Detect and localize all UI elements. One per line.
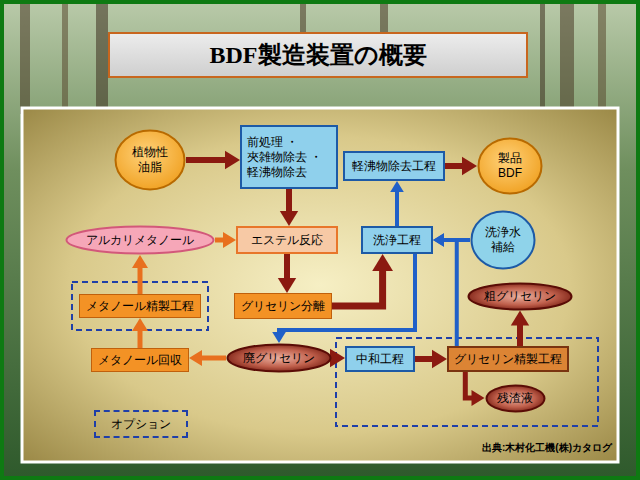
flow-line [186,157,226,163]
diagram-panel [22,108,618,462]
flow-arrow [511,311,529,347]
process-box: メタノール回収 [91,348,189,372]
arrowhead [433,233,444,247]
ellipse-shape [472,212,535,269]
flow-arrow [189,350,226,366]
product-circle: 製品 BDF [477,137,543,195]
arrowhead [272,332,286,343]
node-label: 中和工程 [356,352,404,367]
flow-arrow [445,157,477,175]
title-box: BDF製造装置の概要 [108,32,528,78]
arrowhead [372,254,393,271]
flow-arrow [132,255,148,294]
arrowhead [278,278,296,293]
process-box: グリセリン分離 [234,293,332,319]
arrowhead [433,233,444,247]
arrowhead [330,349,345,367]
process-box: 洗浄工程 [361,226,433,254]
process-box: 前処理 ・夾雑物除去 ・軽沸物除去 [240,125,338,189]
node-label: 植物性 油脂 [130,145,170,175]
ellipse-shape [486,385,544,411]
process-box: 中和工程 [345,346,415,372]
node-label: 洗浄水 補給 [483,225,523,255]
process-box: 軽沸物除去工程 [343,151,445,181]
process-box: メタノール精製工程 [79,294,201,318]
flow-line [443,240,457,346]
flow-line [465,372,472,398]
node-label: 製品 BDF [490,151,530,181]
node-label: オプション [111,417,171,432]
node-label: メタノール精製工程 [86,299,194,314]
waste-ellipse: 廃グリセリン [226,343,332,373]
flow-arrow [433,233,457,346]
flow-line [284,254,290,279]
option-frame [336,338,598,426]
arrowhead [472,390,485,406]
arrowhead [223,232,236,248]
residue-ellipse: 残渣液 [485,384,546,413]
output-ellipse: 粗グリセリン [467,282,573,311]
tree-trunks [20,4,606,114]
flow-line [415,356,433,362]
flow-arrow [280,189,298,226]
node-label: 残渣液 [497,391,533,406]
arrowhead [225,151,240,169]
arrowhead [432,350,447,368]
flow-line [138,267,143,294]
flow-arrow [415,350,447,368]
node-label: グリセリン分離 [241,299,325,314]
flow-line [201,356,226,361]
node-label: メタノール回収 [98,353,182,368]
source-caption: 出典:木村化工機(株)カタログ [482,441,612,455]
node-label: アルカリメタノール [86,233,194,248]
ellipse-shape [479,139,542,194]
flow-arrow [465,372,484,406]
arrowhead [462,157,477,175]
ellipse-shape [228,345,331,372]
arrowhead [132,318,148,331]
process-box: グリセリン精製工程 [447,346,569,372]
supply-circle: 洗浄水 補給 [470,210,536,270]
reagent-ellipse: アルカリメタノール [65,225,215,255]
arrowhead [189,350,202,366]
arrowhead [132,255,148,268]
flow-line [138,330,143,348]
arrowhead [511,311,529,326]
title: BDF製造装置の概要 [210,39,427,71]
ellipse-shape [116,131,185,190]
node-label: グリセリン精製工程 [454,352,562,367]
node-label: 軽沸物除去工程 [352,159,436,174]
arrowhead [390,181,404,192]
flow-line [445,163,463,169]
ellipse-shape [67,227,214,254]
flow-arrow [332,254,393,306]
flow-arrow [132,318,148,348]
flow-line [517,325,523,347]
node-label: 粗グリセリン [484,289,556,304]
flow-arrow [278,254,296,293]
flow-line [332,270,383,306]
flow-line [286,189,292,212]
input-circle: 植物性 油脂 [114,129,186,191]
ellipse-shape [469,283,572,309]
flow-arrow [186,151,240,169]
flow-line [395,191,399,226]
forest-photo [4,4,636,476]
node-label: 洗浄工程 [373,233,421,248]
node-label: 前処理 ・夾雑物除去 ・軽沸物除去 [247,135,331,180]
option-key-box: オプション [94,410,188,438]
node-label: エステル反応 [251,233,323,248]
node-label: 廃グリセリン [243,351,315,366]
flow-arrow [390,181,404,226]
arrowhead [280,211,298,226]
flow-arrow [215,232,236,248]
process-box: エステル反応 [236,226,338,254]
flow-arrow [330,349,345,367]
flow-line [215,238,224,243]
